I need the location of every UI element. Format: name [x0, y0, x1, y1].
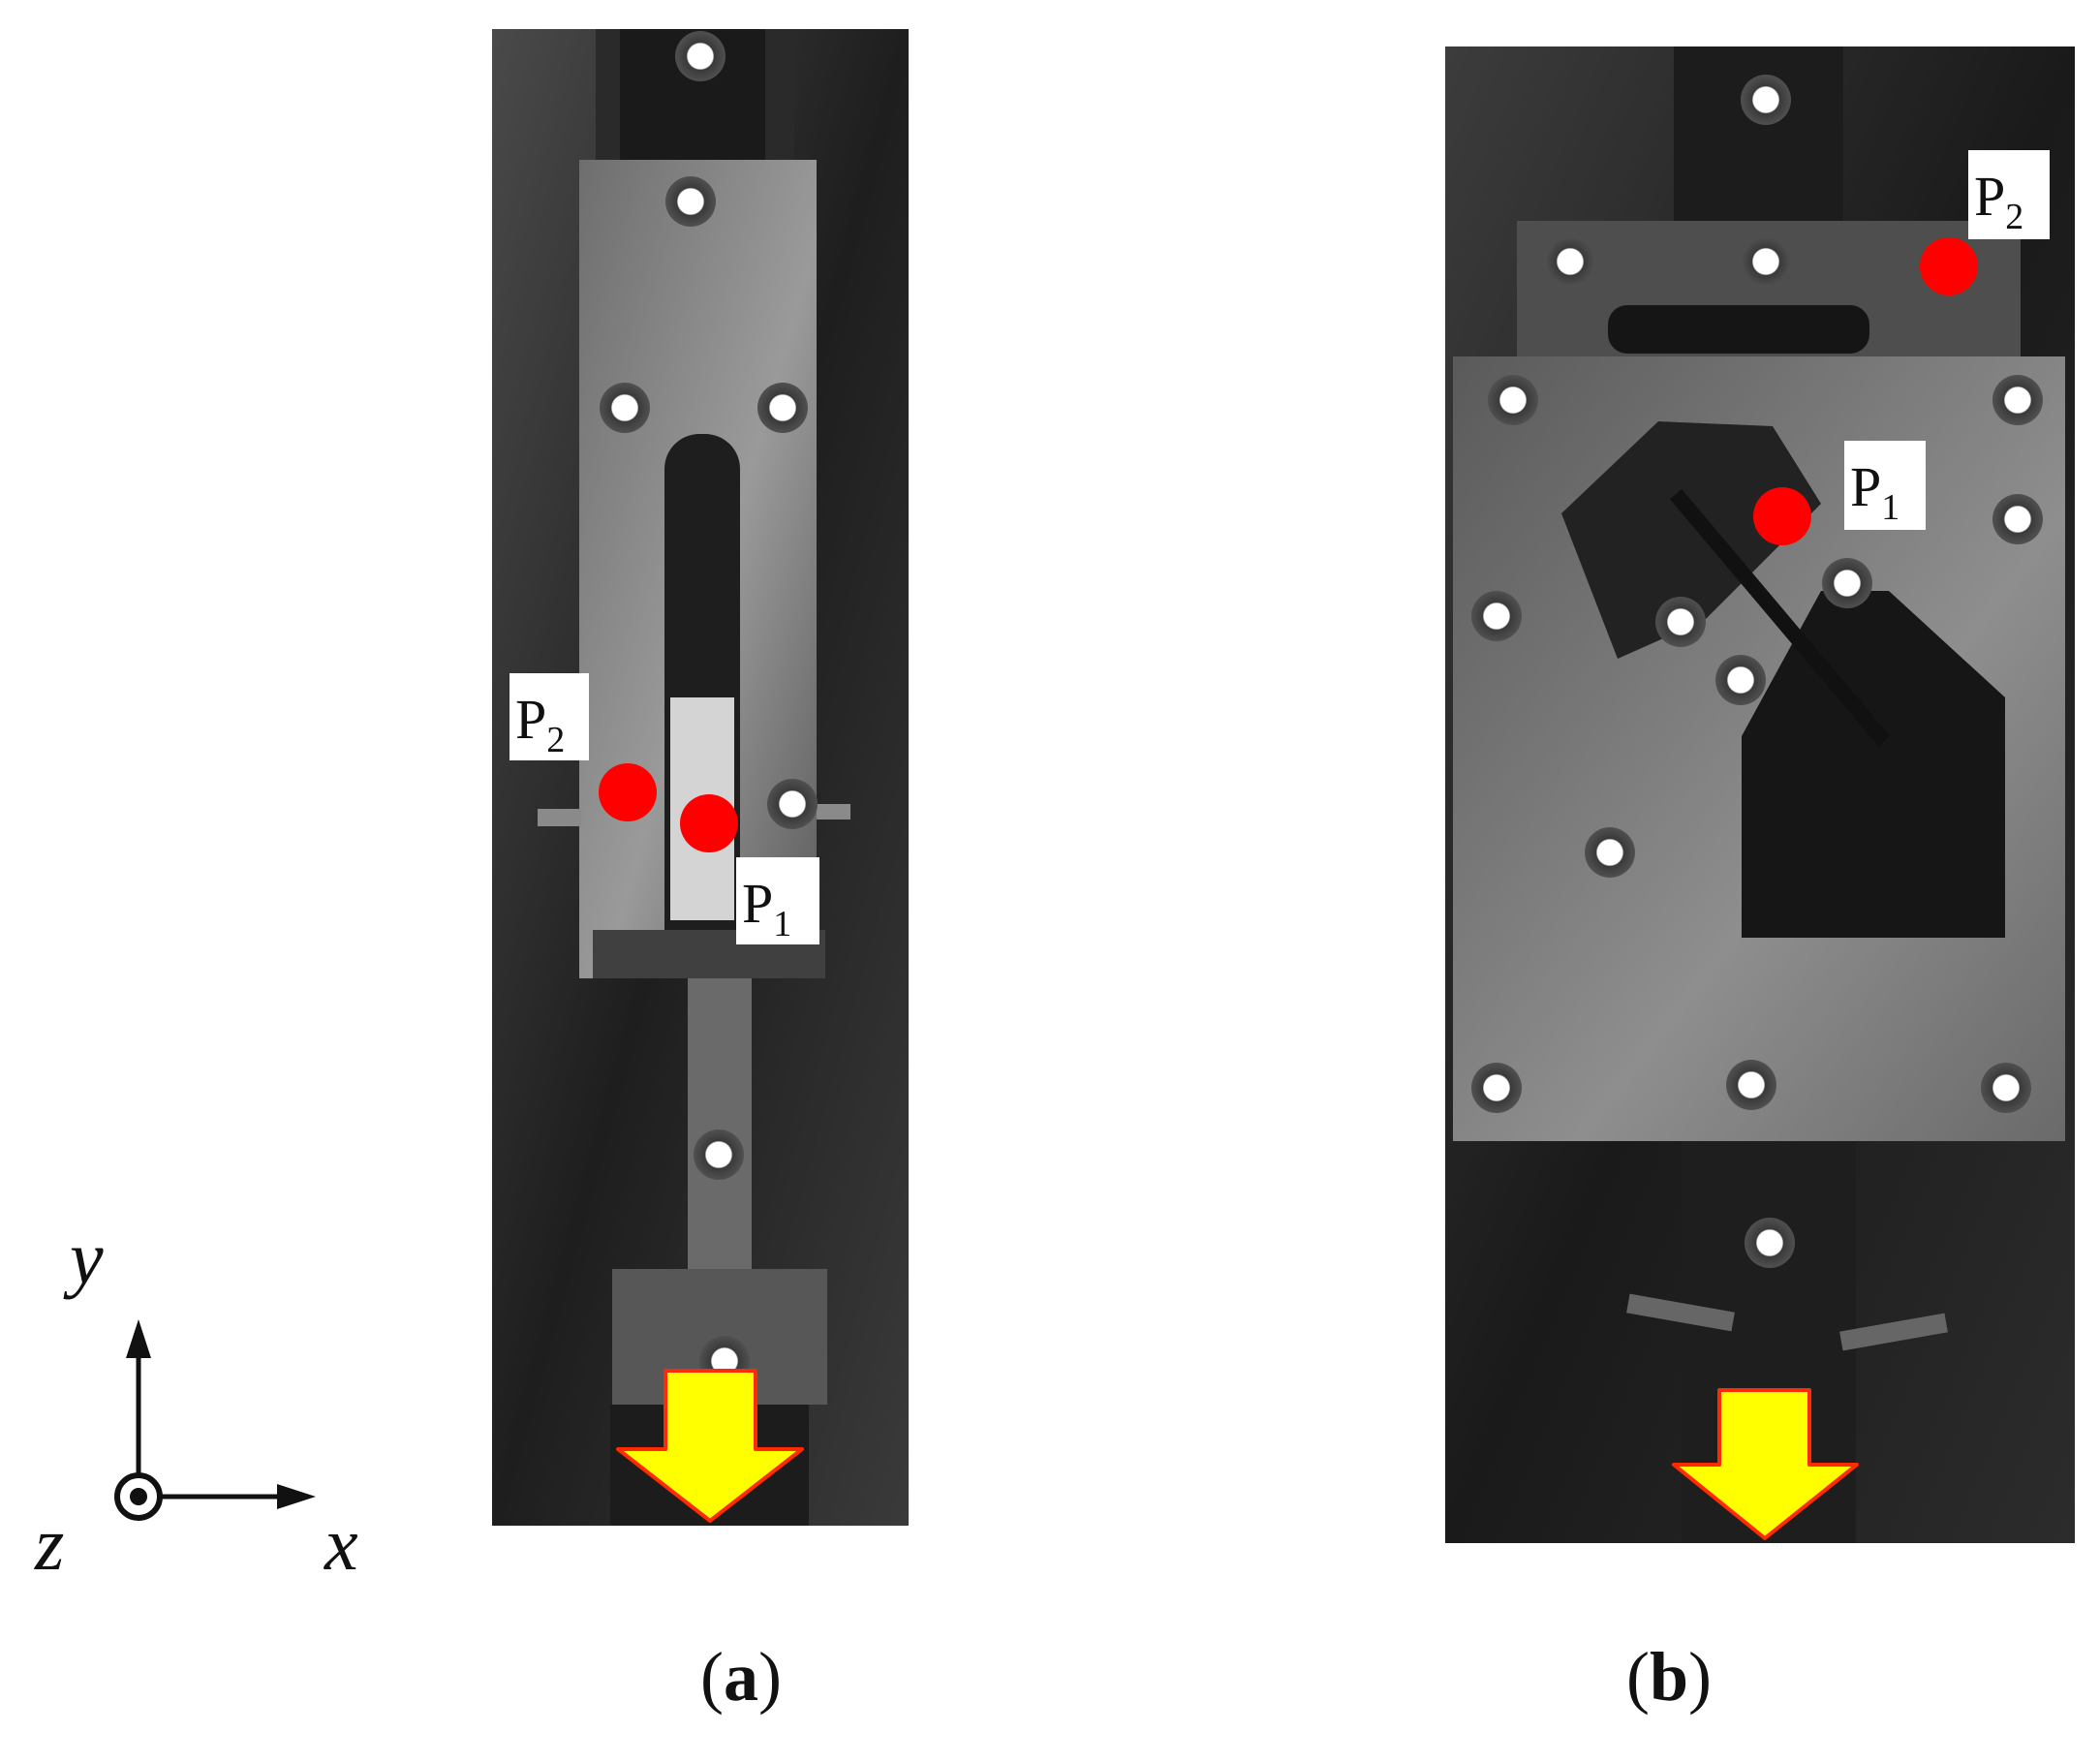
svg-text:P1: P1	[1850, 455, 1899, 528]
svg-text:P1: P1	[742, 872, 791, 944]
panel-a-load-arrow-icon	[616, 1369, 804, 1523]
svg-text:P2: P2	[515, 688, 565, 760]
caption-a: (a)	[700, 1638, 782, 1716]
panel-b-photo	[1445, 46, 2075, 1543]
panel-a-label-p1: P1	[736, 857, 819, 944]
axis-label-z: z	[34, 1501, 64, 1586]
caption-b: (b)	[1625, 1638, 1713, 1716]
panel-a-marker-p2	[599, 763, 657, 821]
panel-b-marker-p1	[1753, 487, 1811, 545]
coordinate-axes: y x z	[34, 1216, 358, 1586]
svg-text:P2: P2	[1974, 165, 2023, 237]
panel-b-label-p1: P1	[1844, 441, 1926, 530]
panel-a-label-p2: P2	[510, 673, 589, 760]
panel-b-marker-p2	[1920, 237, 1978, 295]
axis-label-x: x	[324, 1501, 358, 1586]
panel-a-marker-p1	[680, 794, 738, 852]
panel-b-targets	[1471, 75, 2043, 1268]
panel-b-load-arrow-icon	[1672, 1388, 1859, 1540]
axis-label-y: y	[63, 1216, 104, 1300]
panel-a-targets	[600, 31, 818, 1386]
panel-b-label-p2: P2	[1968, 150, 2050, 239]
panel-a-photo	[492, 29, 909, 1526]
